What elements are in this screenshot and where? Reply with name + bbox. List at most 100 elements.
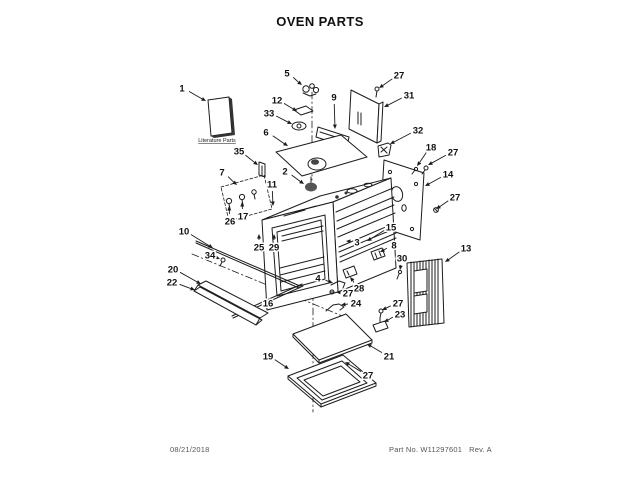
callout-number-27: 27 <box>393 298 404 309</box>
callout-arrowhead <box>287 120 292 124</box>
callout-leader-line <box>291 174 301 182</box>
screw-30 <box>396 269 403 280</box>
callout-number-27: 27 <box>448 147 459 158</box>
callout-number-19: 19 <box>263 351 274 362</box>
callout-leader-line <box>439 200 449 207</box>
callout-arrowhead <box>332 124 337 129</box>
callout-number-5: 5 <box>284 68 290 79</box>
page-title: OVEN PARTS <box>276 14 364 29</box>
callout-leader-line <box>387 97 402 106</box>
callout-leader-line <box>325 279 329 282</box>
callout-number-6: 6 <box>263 127 268 138</box>
callout-number-34: 34 <box>205 250 216 261</box>
callout-number-21: 21 <box>384 351 395 362</box>
callout-leader-line <box>385 305 391 309</box>
callout-arrowhead <box>299 179 304 184</box>
bottom-panel-21 <box>292 313 373 364</box>
callout-arrowhead <box>428 161 433 165</box>
callout-leader-line <box>272 135 285 144</box>
callout-leader-line <box>428 176 442 185</box>
callout-arrowhead <box>346 239 351 244</box>
callout-arrowhead <box>367 237 372 241</box>
callout-number-7: 7 <box>219 167 224 178</box>
callout-leader-line <box>448 251 460 260</box>
callout-leader-line <box>348 363 362 372</box>
callout-number-13: 13 <box>461 243 472 254</box>
oven-cavity <box>261 177 397 311</box>
callout-leader-line <box>179 271 198 283</box>
screw-27-cavity <box>329 289 335 295</box>
callout-leader-line <box>370 230 385 240</box>
callout-arrowhead <box>417 161 422 166</box>
part-number-label: Part No. W11297601 <box>389 445 463 454</box>
callout-leader-line <box>352 280 355 283</box>
fan-blade-33 <box>291 121 307 131</box>
vent-trim-20-22 <box>193 280 269 326</box>
connector-32 <box>377 142 392 158</box>
callout-arrowhead <box>227 206 232 211</box>
callout-arrowhead <box>208 243 213 248</box>
literature-card <box>207 96 235 138</box>
callout-number-24: 24 <box>351 298 362 309</box>
callout-arrowhead <box>297 80 302 85</box>
callout-leader-line <box>283 102 294 110</box>
latch-part-5 <box>302 83 320 97</box>
callout-leader-line <box>190 234 210 247</box>
bracket-23 <box>372 317 389 333</box>
callout-number-14: 14 <box>443 169 454 180</box>
callout-number-31: 31 <box>404 90 415 101</box>
screw-27-bracket <box>378 308 384 319</box>
callout-number-29: 29 <box>269 242 280 253</box>
callout-number-27: 27 <box>394 70 405 81</box>
callout-number-8: 8 <box>391 240 396 251</box>
callout-arrowhead <box>341 302 346 307</box>
callout-arrowhead <box>384 103 389 107</box>
bracket-24 <box>325 303 345 312</box>
callout-number-27: 27 <box>450 192 461 203</box>
callout-arrowhead <box>240 202 245 207</box>
callout-leader-line <box>292 77 299 83</box>
callout-arrowhead <box>379 83 384 88</box>
callout-arrowhead <box>284 364 289 369</box>
callout-leader-line <box>370 345 383 354</box>
connector-28 <box>342 265 358 279</box>
callout-arrowhead <box>384 318 389 322</box>
callout-number-23: 23 <box>395 309 406 320</box>
callout-number-30: 30 <box>397 253 408 264</box>
rod-10 <box>195 240 301 289</box>
callout-number-33: 33 <box>264 108 275 119</box>
callout-arrowhead <box>292 107 297 111</box>
fan-plate-6 <box>275 134 368 177</box>
callout-arrowhead <box>382 306 387 311</box>
callout-arrowhead <box>196 280 201 284</box>
callout-leader-line <box>383 247 388 251</box>
side-panel-31 <box>348 89 384 144</box>
footer-date: 08/21/2018 <box>170 445 210 454</box>
callout-arrowhead <box>390 140 395 144</box>
callout-leader-line <box>431 154 447 164</box>
callout-number-35: 35 <box>234 146 245 157</box>
callout-arrowhead <box>190 286 195 291</box>
bracket-4 <box>330 280 346 289</box>
callout-arrowhead <box>350 277 355 282</box>
callout-arrowhead <box>257 234 261 239</box>
callout-arrowhead <box>436 204 441 209</box>
callout-number-28: 28 <box>354 283 365 294</box>
callout-arrowhead <box>232 180 237 185</box>
callout-leader-line <box>227 176 234 183</box>
callout-number-22: 22 <box>167 277 178 288</box>
callout-number-16: 16 <box>263 298 274 309</box>
callout-arrowhead <box>380 248 385 252</box>
callout-leader-line <box>393 132 412 143</box>
callout-arrowhead <box>328 279 333 284</box>
callout-arrowhead <box>345 362 350 366</box>
callout-arrowhead <box>425 182 430 186</box>
callout-arrowhead <box>215 255 220 260</box>
screw-27-right-lower <box>433 207 439 213</box>
callout-number-27: 27 <box>363 370 374 381</box>
callout-number-27: 27 <box>343 288 354 299</box>
callout-number-18: 18 <box>426 142 437 153</box>
callout-arrowhead <box>270 201 275 206</box>
callout-number-1: 1 <box>179 83 185 94</box>
